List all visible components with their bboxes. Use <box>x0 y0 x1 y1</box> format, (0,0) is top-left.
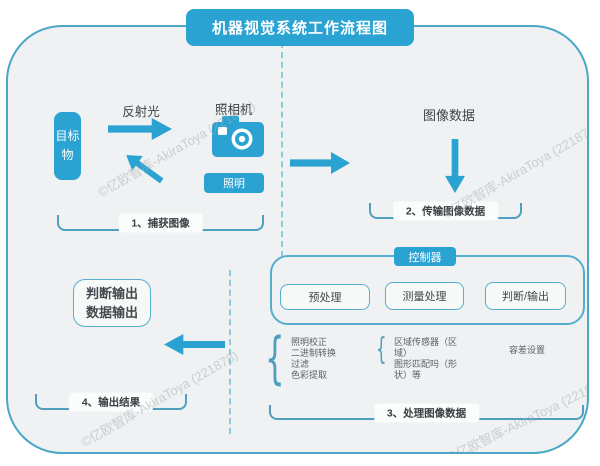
lighting-tag: 照明 <box>204 173 264 193</box>
preprocess-box: 预处理 <box>280 284 370 310</box>
stage3-label: 3、处理图像数据 <box>373 403 480 423</box>
output-line2: 数据输出 <box>85 305 138 320</box>
target-object-label: 目标物 <box>55 129 80 162</box>
judge-box: 判断/输出 <box>485 282 566 310</box>
measure-brace: { <box>376 332 387 367</box>
preprocess-label: 预处理 <box>308 292 342 304</box>
preprocess-item-list: 照明校正 二进制转换 过滤 色彩提取 <box>291 337 336 381</box>
output-box: 判断输出 数据输出 <box>73 279 151 327</box>
list-item: 过滤 <box>291 359 310 369</box>
output-line1: 判断输出 <box>85 286 138 301</box>
camera-icon <box>212 116 264 157</box>
tolerance-label: 容差设置 <box>509 345 546 355</box>
controller-label: 控制器 <box>408 251 442 264</box>
stage1-to-stage2-arrow <box>290 152 350 174</box>
list-item: 图形匹配吗（形状）等 <box>394 359 458 380</box>
reflected-light-label: 反射光 <box>122 105 160 119</box>
lighting-label: 照明 <box>223 178 245 190</box>
divider-dashed-lower <box>229 270 231 434</box>
target-object-box: 目标物 <box>54 112 81 180</box>
stage4-label: 4、输出结果 <box>68 392 154 412</box>
stage1-label: 1、捕获图像 <box>118 213 203 233</box>
stage2-bracket: 2、传输图像数据 <box>369 201 522 221</box>
stage4-bracket: 4、输出结果 <box>35 392 187 412</box>
preprocess-brace: { <box>265 326 285 391</box>
diagram-title: 机器视觉系统工作流程图 <box>185 9 415 46</box>
list-item: 照明校正 <box>291 337 328 347</box>
measure-label: 测量处理 <box>402 291 447 303</box>
feedback-light-arrow <box>121 148 167 188</box>
reflected-light-arrow <box>108 118 172 140</box>
stage2-label: 2、传输图像数据 <box>392 201 499 221</box>
list-item: 色彩提取 <box>291 370 328 380</box>
stage3-bracket: 3、处理图像数据 <box>269 403 584 423</box>
controller-tag: 控制器 <box>394 247 456 266</box>
list-item: 区域传感器（区域） <box>394 337 458 358</box>
image-data-down-arrow <box>445 139 465 193</box>
divider-dashed-upper <box>281 42 283 257</box>
judge-label: 判断/输出 <box>501 291 550 303</box>
image-data-label: 图像数据 <box>423 108 476 123</box>
controller-to-output-arrow <box>164 334 225 355</box>
flow-container: ©亿欧智库-AkiraToya (221878) ©亿欧智库-AkiraToya… <box>6 25 589 454</box>
measure-box: 测量处理 <box>385 282 464 310</box>
list-item: 二进制转换 <box>291 348 337 358</box>
camera-label: 照相机 <box>215 103 253 117</box>
measure-item-list: 区域传感器（区域） 图形匹配吗（形状）等 <box>394 337 462 381</box>
stage1-bracket: 1、捕获图像 <box>57 213 264 233</box>
